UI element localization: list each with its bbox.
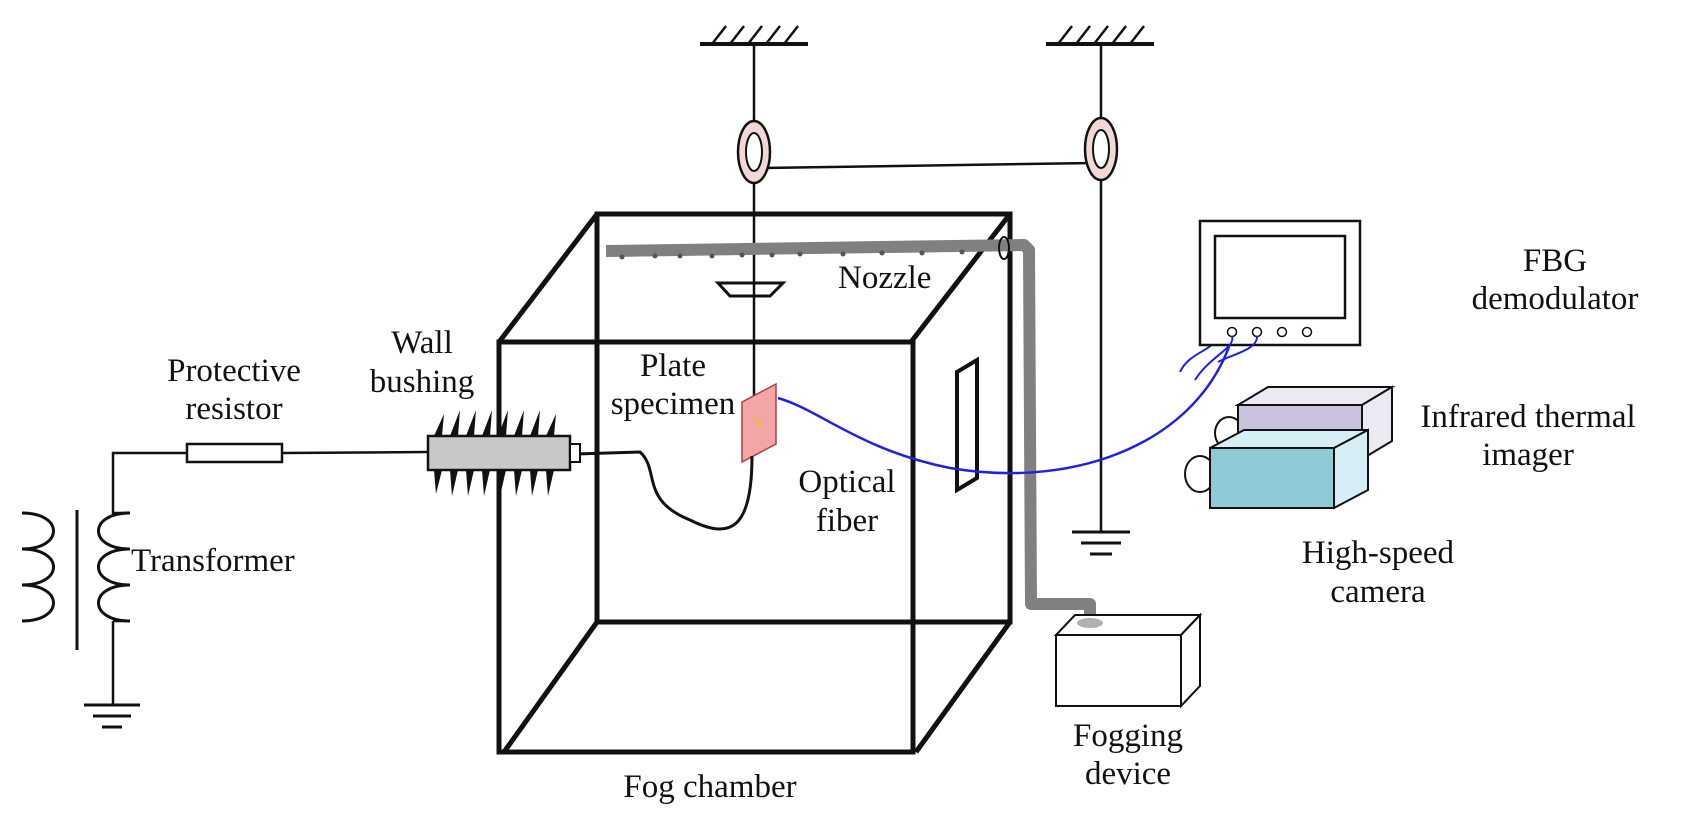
optical-fiber: [777, 337, 1234, 475]
top-plate: [714, 281, 787, 298]
ceiling-support-right: [1046, 25, 1154, 46]
port-1: [1226, 326, 1238, 338]
nozzle-pipe: [605, 236, 1096, 622]
transformer: [21, 510, 131, 650]
port-4: [1301, 326, 1313, 338]
label-nozzle: Nozzle: [838, 260, 931, 296]
label-plate-specimen-line1: Plate: [640, 348, 706, 384]
label-protective-resistor-line2: resistor: [185, 391, 282, 427]
label-fbg-demodulator-line1: FBG: [1523, 243, 1587, 279]
label-wall-bushing-line1: Wall: [391, 325, 453, 361]
ground-symbol-left: [84, 703, 140, 729]
insulator-ring-left: [736, 119, 772, 185]
label-fbg-demodulator-line2: demodulator: [1472, 281, 1639, 317]
fog-chamber: [496, 211, 1013, 755]
label-high-speed-camera-line1: High-speed: [1302, 535, 1455, 571]
label-infrared-thermal-imager-line2: imager: [1482, 437, 1574, 473]
label-optical-fiber-line1: Optical: [798, 464, 895, 500]
insulator-ring-right: [1083, 116, 1119, 182]
ceiling-support-left: [700, 25, 808, 46]
fiber-to-demodulator-2: [1217, 335, 1259, 363]
protective-resistor: [185, 442, 284, 464]
port-3: [1276, 326, 1288, 338]
fbg-demodulator: [1198, 219, 1362, 347]
port-2: [1251, 326, 1263, 338]
transformer-lead: [111, 451, 187, 515]
label-protective-resistor-line1: Protective: [167, 353, 301, 389]
label-fogging-device-line1: Fogging: [1073, 718, 1183, 754]
plate-specimen: ϟ: [741, 382, 777, 464]
fiber-to-demodulator: [1194, 335, 1234, 381]
lightning-icon: ϟ: [754, 416, 763, 432]
label-fogging-device-line2: device: [1085, 756, 1171, 792]
chamber-window: [955, 356, 979, 494]
wall-bushing: [426, 410, 581, 496]
label-plate-specimen-line2: specimen: [611, 386, 736, 422]
label-wall-bushing-line2: bushing: [370, 364, 475, 400]
hv-lead: [575, 450, 754, 531]
label-infrared-thermal-imager-line1: Infrared thermal: [1420, 399, 1635, 435]
resistor-to-bushing-lead: [281, 450, 429, 455]
connecting-wire: [761, 161, 1095, 170]
fogging-device: [1053, 612, 1203, 709]
label-optical-fiber-line2: fiber: [816, 503, 878, 539]
high-speed-camera: [1184, 428, 1369, 510]
label-fog-chamber: Fog chamber: [623, 769, 796, 805]
ground-symbol-right: [1072, 530, 1130, 556]
label-high-speed-camera-line2: camera: [1330, 574, 1426, 610]
label-transformer: Transformer: [131, 543, 295, 579]
